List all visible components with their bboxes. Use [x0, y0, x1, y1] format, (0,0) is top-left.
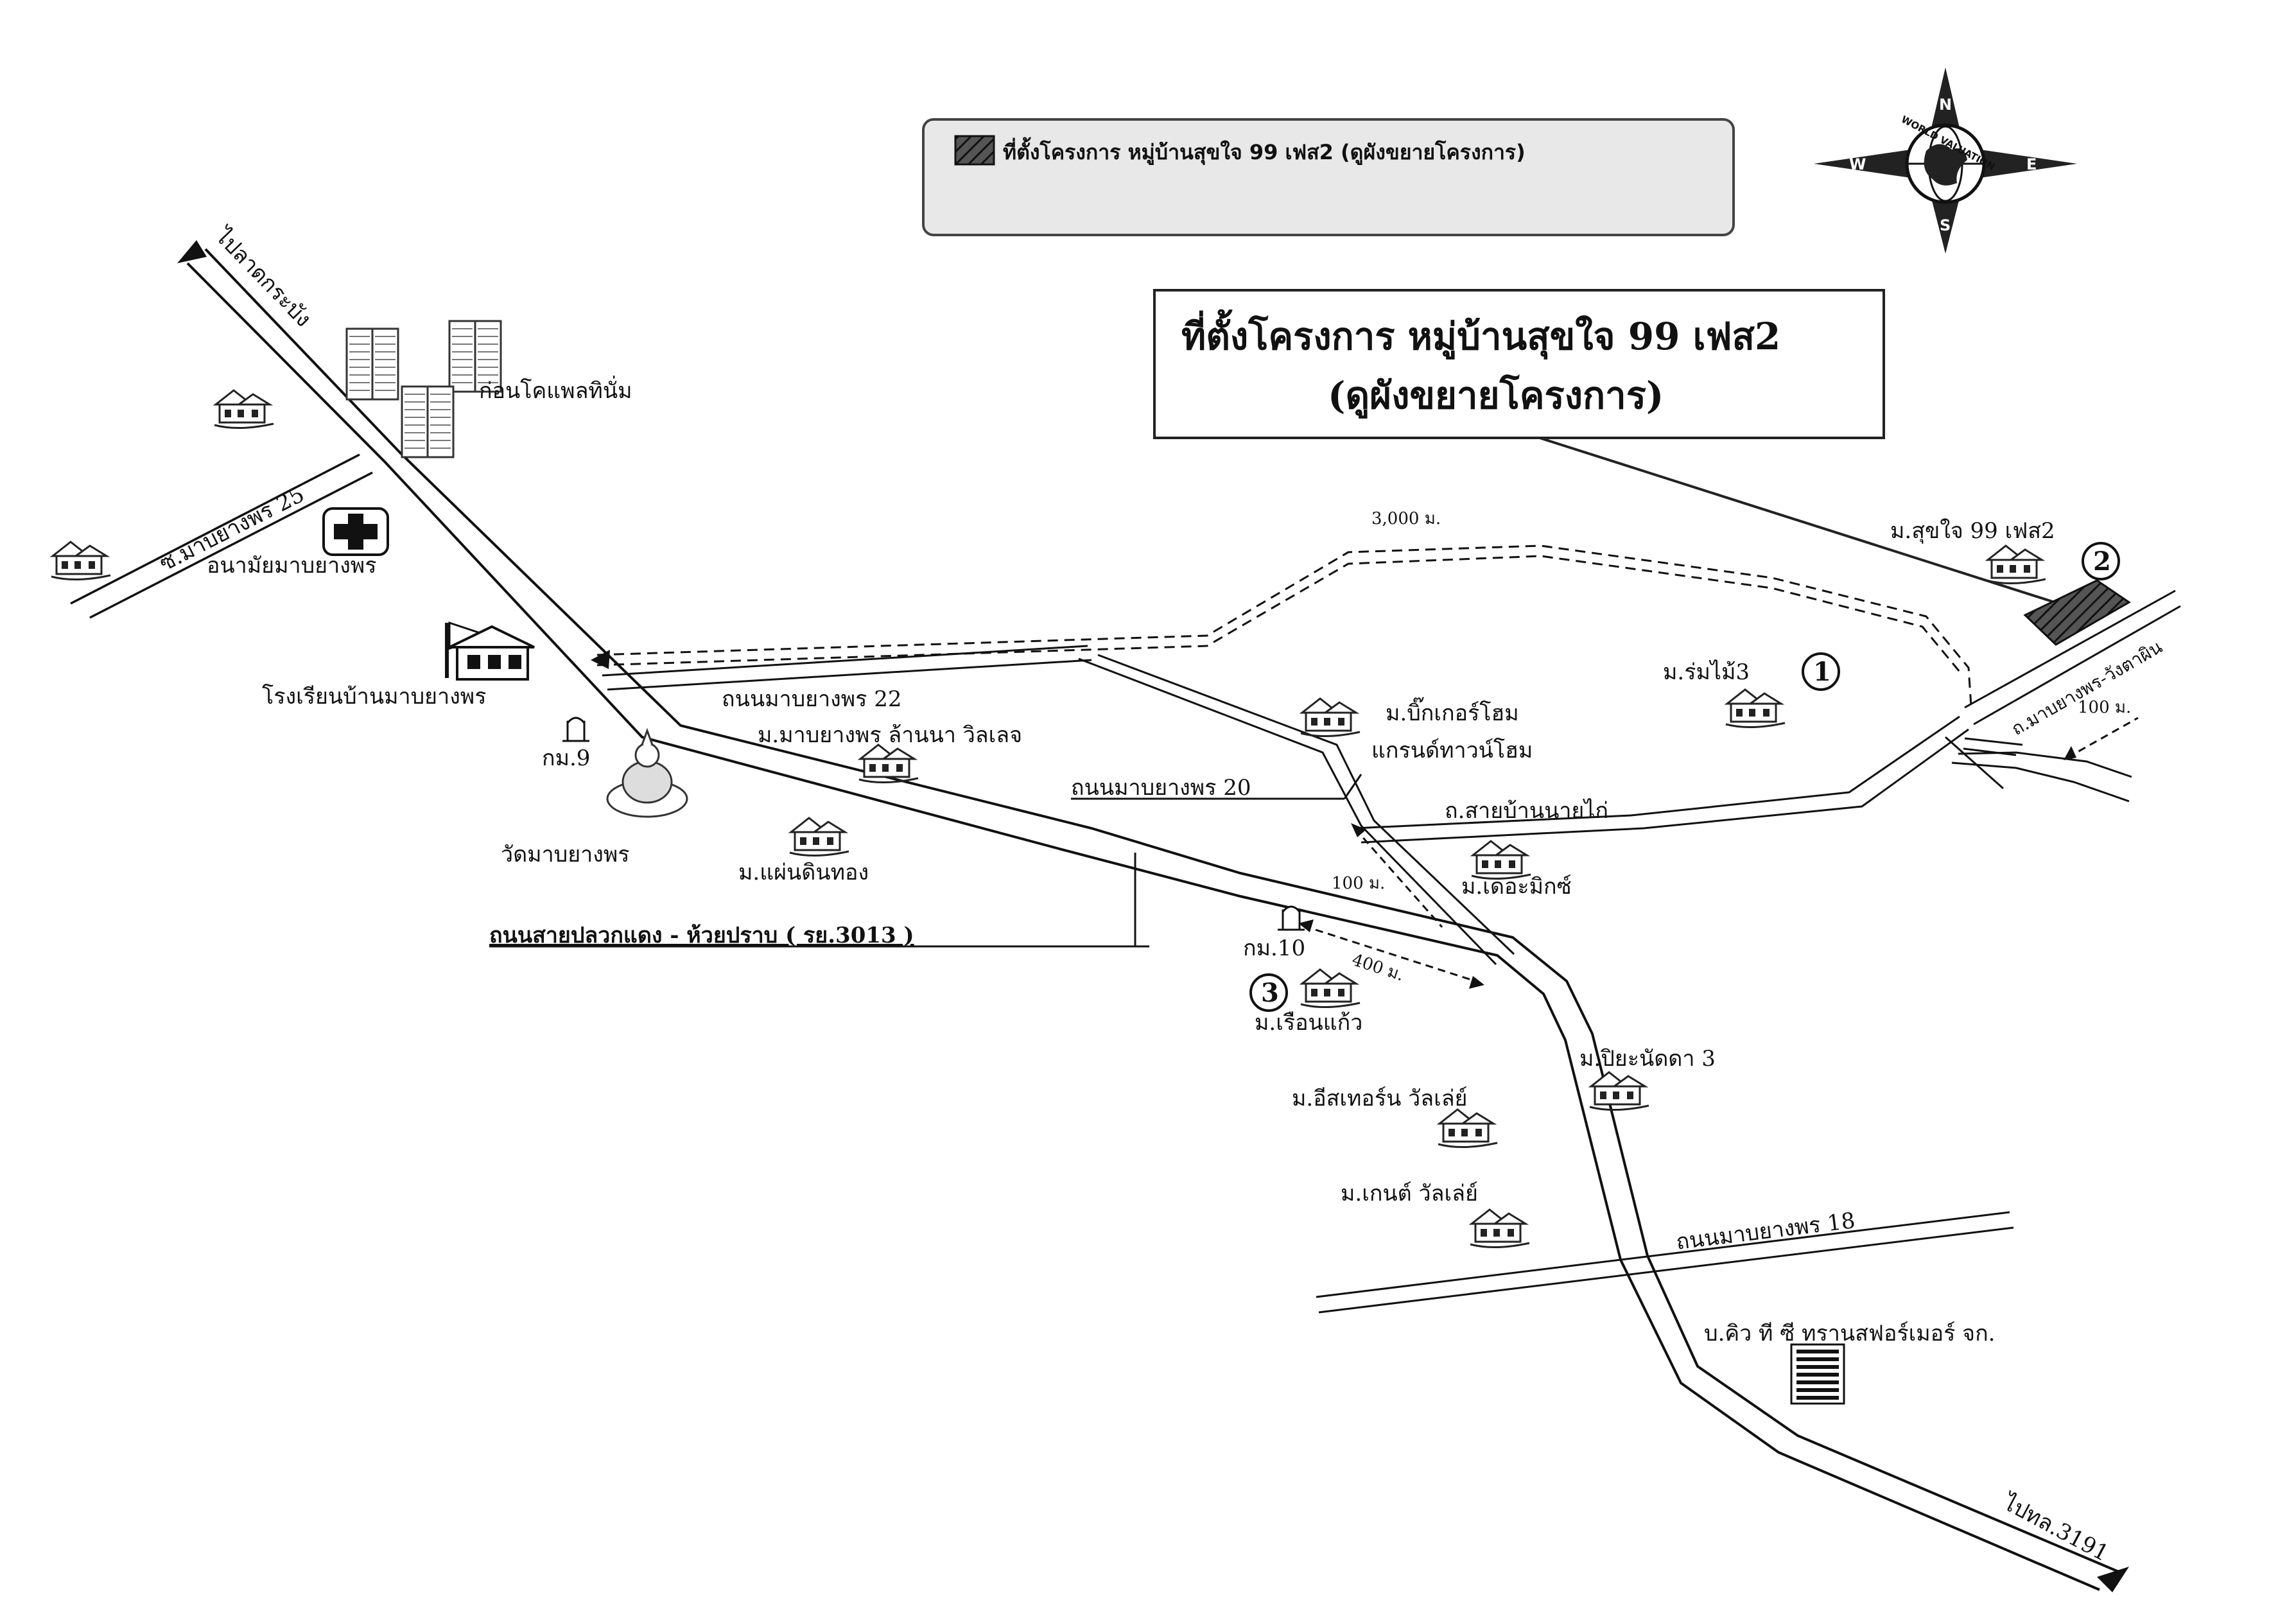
label-m-kent: ม.เกนต์ วัลเล่ย์ — [1341, 1181, 1478, 1206]
legend-label: ที่ตั้งโครงการ หมู่บ้านสุขใจ 99 เฟส2 (ดู… — [1003, 137, 1526, 166]
svg-text:3: 3 — [1261, 978, 1279, 1008]
label-m-eastern: ม.อีสเทอร์น วัลเล่ย์ — [1292, 1086, 1467, 1111]
legend-swatch — [954, 135, 995, 166]
compass-north: N — [1939, 96, 1952, 114]
title-line-2: (ดูผังขยายโครงการ) — [1328, 373, 1664, 419]
label-qtc: บ.คิว ที ซี ทรานสฟอร์เมอร์ จก. — [1704, 1321, 1996, 1346]
label-distance-400: 400 ม. — [1350, 950, 1406, 985]
main-road — [186, 248, 2119, 1591]
label-school: โรงเรียนบ้านมาบยางพร — [262, 684, 486, 709]
road-nai-kai — [1354, 715, 1969, 844]
km-post-icon — [561, 717, 591, 742]
road-18 — [1316, 1211, 2014, 1314]
house-icon — [213, 389, 275, 430]
arrow-to-lat-krabang — [177, 240, 207, 263]
title-line-1: ที่ตั้งโครงการ หมู่บ้านสุขใจ 99 เฟส2 — [1181, 309, 1780, 360]
temple-icon — [606, 727, 688, 818]
house-icon — [1469, 1208, 1531, 1249]
house-icon — [858, 744, 919, 784]
house-icon — [1300, 968, 1361, 1009]
label-m-piyanat: ม.ปิยะนัดดา 3 — [1579, 1046, 1716, 1072]
label-m-lanna: ม.มาบยางพร ล้านนา วิลเลจ — [758, 722, 1022, 748]
label-m-romai: ม.ร่มไม้3 — [1663, 659, 1750, 685]
label-m-bigger: ม.บิ๊กเกอร์โฮม — [1386, 697, 1519, 726]
condo-icon — [345, 327, 399, 401]
label-road-18: ถนนมาบยางพร 18 — [1674, 1208, 1856, 1255]
compass-east: E — [2026, 155, 2037, 173]
house-icon — [50, 541, 112, 581]
label-condo: ก่อนโคแพลทินั่ม — [479, 376, 632, 404]
label-m-ruenkaew: ม.เรือนแก้ว — [1255, 1010, 1362, 1036]
compass-south: S — [1940, 216, 1951, 234]
marker-2: 2 — [2082, 542, 2120, 580]
house-icon — [1588, 1071, 1650, 1111]
project-site — [2023, 579, 2131, 646]
road-22 — [602, 645, 1092, 691]
label-m-themix: ม.เดอะมิกซ์ — [1461, 874, 1572, 900]
house-icon — [788, 817, 850, 857]
label-m-paendin: ม.แผ่นดินทอง — [738, 860, 869, 885]
label-m-sukjai: ม.สุขใจ 99 เฟส2 — [1890, 518, 2055, 544]
label-m-bigger-2: แกรนด์ทาวน์โฮม — [1371, 738, 1533, 763]
road-wang-tanot — [1945, 589, 2181, 790]
label-km9: กม.9 — [542, 745, 590, 771]
label-road-20: ถนนมาบยางพร 20 — [1071, 775, 1251, 801]
label-distance-100-b: 100 ม. — [2078, 698, 2131, 717]
label-health-center: อนามัยมาบยางพร — [207, 553, 376, 578]
svg-text:2: 2 — [2093, 546, 2111, 577]
compass-west: W — [1849, 155, 1866, 173]
dashed-route-3000m — [596, 544, 1972, 707]
label-temple: วัดมาบยางพร — [501, 842, 630, 867]
label-road-wang-tanot: ถ.มาบยางพร-วังตาผิน — [2008, 636, 2166, 740]
label-road-nai-kai: ถ.สายบ้านนายไก่ — [1445, 798, 1608, 824]
svg-text:1: 1 — [1813, 657, 1831, 687]
house-icon — [1437, 1108, 1499, 1149]
house-icon — [1725, 688, 1786, 729]
label-main-road: ถนนสายปลวกแดง - ห้วยปราบ ( รย.3013 ) — [489, 923, 914, 948]
condo-icon — [401, 385, 455, 458]
house-icon — [1985, 544, 2047, 585]
house-icon — [1470, 840, 1532, 880]
label-distance-100-a: 100 ม. — [1332, 874, 1385, 893]
factory-icon — [1790, 1343, 1845, 1405]
health-center-icon — [322, 507, 389, 556]
title-leader-line — [1539, 437, 2055, 604]
school-icon — [445, 621, 535, 681]
label-to-lat-krabang: ไปลาดกระบัง — [209, 222, 316, 332]
marker-3: 3 — [1249, 973, 1288, 1012]
compass-rose: N S W E WORLD VALUATION — [1814, 67, 2077, 254]
label-distance-3000: 3,000 ม. — [1371, 509, 1441, 528]
label-km10: กม.10 — [1243, 935, 1305, 961]
marker-1: 1 — [1802, 652, 1840, 691]
arrow-to-road-3191 — [2097, 1567, 2129, 1592]
label-road-22: ถนนมาบยางพร 22 — [722, 686, 902, 712]
road-soi-25 — [70, 453, 373, 619]
house-icon — [1300, 697, 1361, 738]
legend: ที่ตั้งโครงการ หมู่บ้านสุขใจ 99 เฟส2 (ดู… — [922, 118, 1735, 236]
title-box: ที่ตั้งโครงการ หมู่บ้านสุขใจ 99 เฟส2 (ดู… — [1153, 289, 1885, 439]
